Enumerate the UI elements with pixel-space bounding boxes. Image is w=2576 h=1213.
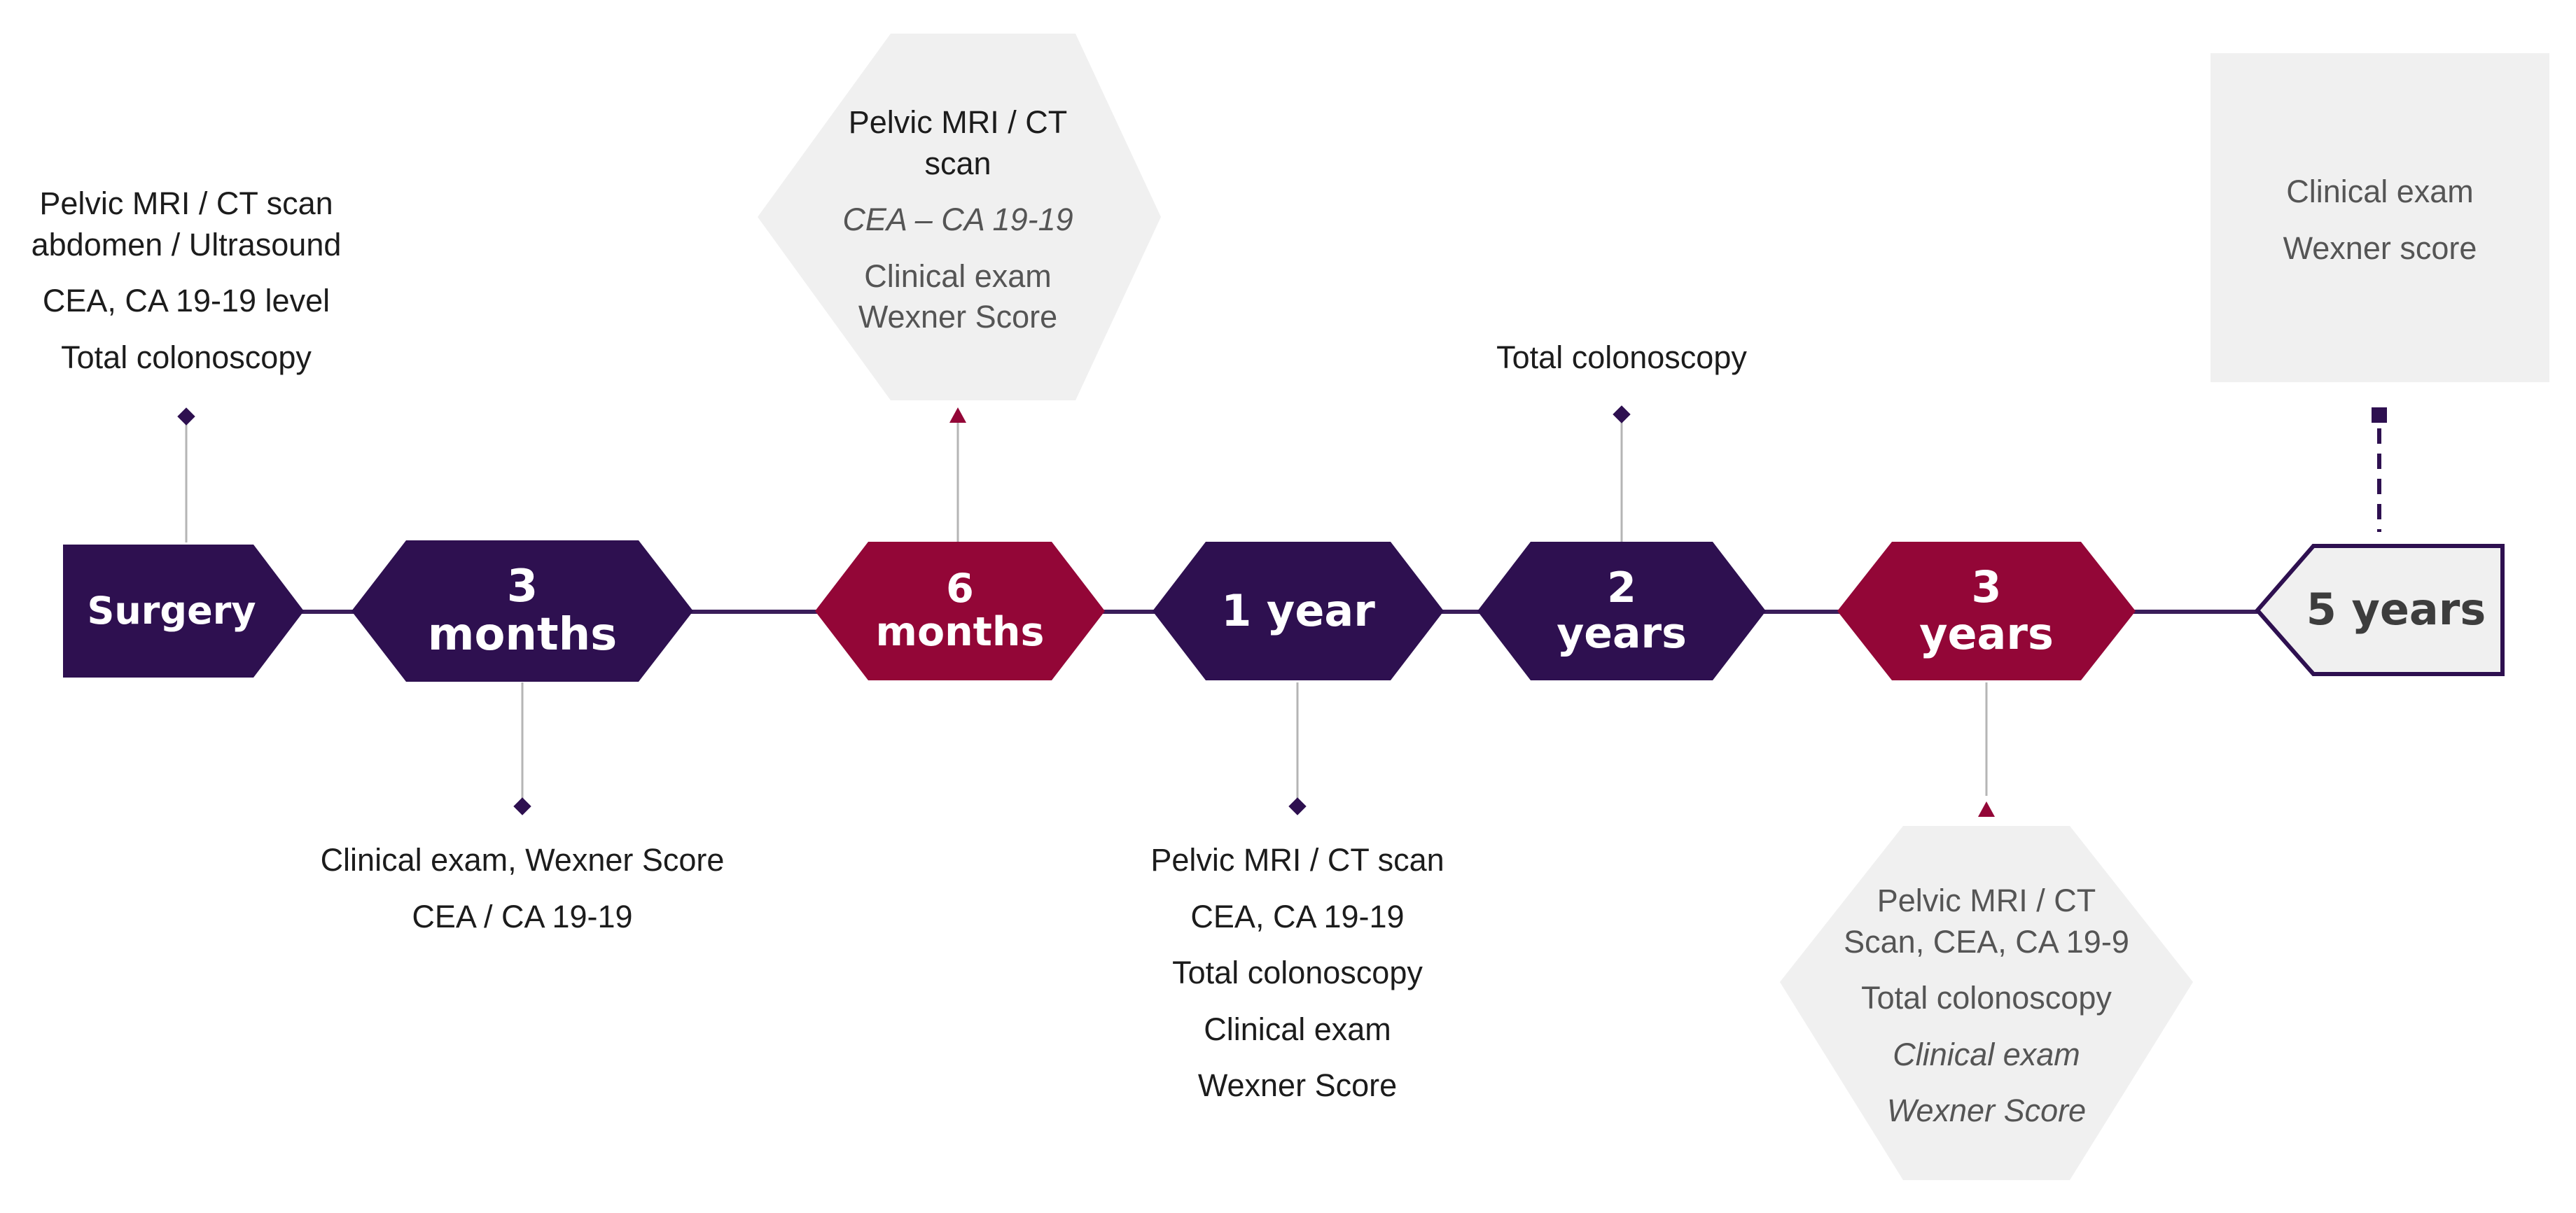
info-box-5-years [2211, 53, 2549, 382]
milestone-2-years: 2 years [1517, 542, 1727, 680]
milestone-5-years-shape [2255, 544, 2505, 676]
milestone-5-years: 5 years [2290, 546, 2502, 674]
note-surgery-line-4: Total colonoscopy [61, 339, 312, 375]
note-6-months-line-1: Pelvic MRI / CT [848, 104, 1068, 140]
milestone-5-years-label: 5 years [2306, 584, 2486, 636]
milestone-1-year-label: 1 year [1221, 584, 1375, 636]
note-2-years-line-1: Total colonoscopy [1496, 339, 1747, 375]
milestone-surgery-label: Surgery [87, 588, 256, 633]
info-box-6-months [758, 34, 1161, 400]
milestone-3-years-number: 3 [1971, 561, 2002, 613]
note-3-years-line-3: Total colonoscopy [1861, 980, 2112, 1016]
milestone-3-years-unit: years [1919, 608, 2054, 659]
milestone-3-months-unit: months [427, 609, 618, 661]
note-1-year: Pelvic MRI / CT scan CEA, CA 19-19 Total… [1092, 840, 1503, 1122]
marker-surgery [177, 407, 195, 426]
marker-2-years [1613, 405, 1631, 423]
note-1-year-line-5: Wexner Score [1197, 1067, 1398, 1103]
note-3-years-line-5: Wexner Score [1886, 1093, 2087, 1128]
milestone-2-years-unit: years [1557, 609, 1687, 658]
milestone-3-months-shape [351, 540, 693, 682]
note-3-months-line-2: CEA / CA 19-19 [412, 898, 633, 934]
note-5-years-line-2: Wexner score [2283, 230, 2477, 266]
marker-3-years [1978, 801, 1995, 817]
milestone-2-years-shape [1477, 542, 1766, 680]
milestone-3-years-shape [1837, 542, 2136, 680]
milestone-6-months-number: 6 [946, 566, 974, 612]
milestone-6-months-unit: months [875, 609, 1045, 655]
note-3-years-line-4: Clinical exam [1893, 1036, 2080, 1072]
marker-1-year [1288, 797, 1307, 815]
note-3-months: Clinical exam, Wexner Score CEA / CA 19-… [256, 840, 788, 953]
note-6-months-line-3: CEA – CA 19-19 [842, 202, 1073, 237]
milestone-3-months-number: 3 [506, 560, 538, 612]
note-1-year-line-1: Pelvic MRI / CT scan [1150, 842, 1444, 878]
note-3-years: Pelvic MRI / CT Scan, CEA, CA 19-9 Total … [1815, 881, 2158, 1147]
note-5-years: Clinical exam Wexner score [2211, 171, 2549, 284]
milestone-2-years-number: 2 [1607, 563, 1636, 613]
note-3-years-line-2: Scan, CEA, CA 19-9 [1844, 923, 2129, 960]
note-2-years: Total colonoscopy [1447, 337, 1797, 394]
marker-5-years [2372, 407, 2387, 423]
note-6-months: Pelvic MRI / CT scan CEA – CA 19-19 Clini… [798, 102, 1118, 338]
note-surgery-line-1: Pelvic MRI / CT scan [39, 185, 333, 221]
note-3-months-line-1: Clinical exam, Wexner Score [320, 842, 725, 878]
milestone-surgery: Surgery [63, 545, 280, 678]
marker-6-months [949, 407, 966, 423]
milestone-surgery-shape [63, 545, 304, 678]
note-5-years-line-1: Clinical exam [2286, 174, 2474, 209]
milestone-3-months: 3 months [392, 540, 653, 682]
milestone-3-years: 3 years [1878, 542, 2095, 680]
note-1-year-line-4: Clinical exam [1204, 1011, 1391, 1047]
milestone-1-year-shape [1153, 542, 1444, 680]
note-6-months-line-5: Wexner Score [858, 299, 1058, 335]
note-1-year-line-3: Total colonoscopy [1172, 955, 1423, 990]
note-6-months-line-4: Clinical exam [864, 258, 1052, 294]
note-surgery: Pelvic MRI / CT scan abdomen / Ultrasound… [0, 183, 373, 393]
note-1-year-line-2: CEA, CA 19-19 [1190, 898, 1405, 934]
note-surgery-line-2: abdomen / Ultrasound [31, 226, 342, 262]
milestone-1-year: 1 year [1190, 542, 1406, 680]
note-3-years-line-1: Pelvic MRI / CT [1877, 883, 2096, 918]
milestone-6-months-shape [815, 542, 1105, 680]
note-6-months-line-2: scan [924, 145, 991, 181]
info-box-3-years [1780, 826, 2193, 1180]
milestone-6-months: 6 months [854, 542, 1066, 680]
marker-3-months [513, 797, 531, 815]
note-surgery-line-3: CEA, CA 19-19 level [42, 283, 330, 318]
